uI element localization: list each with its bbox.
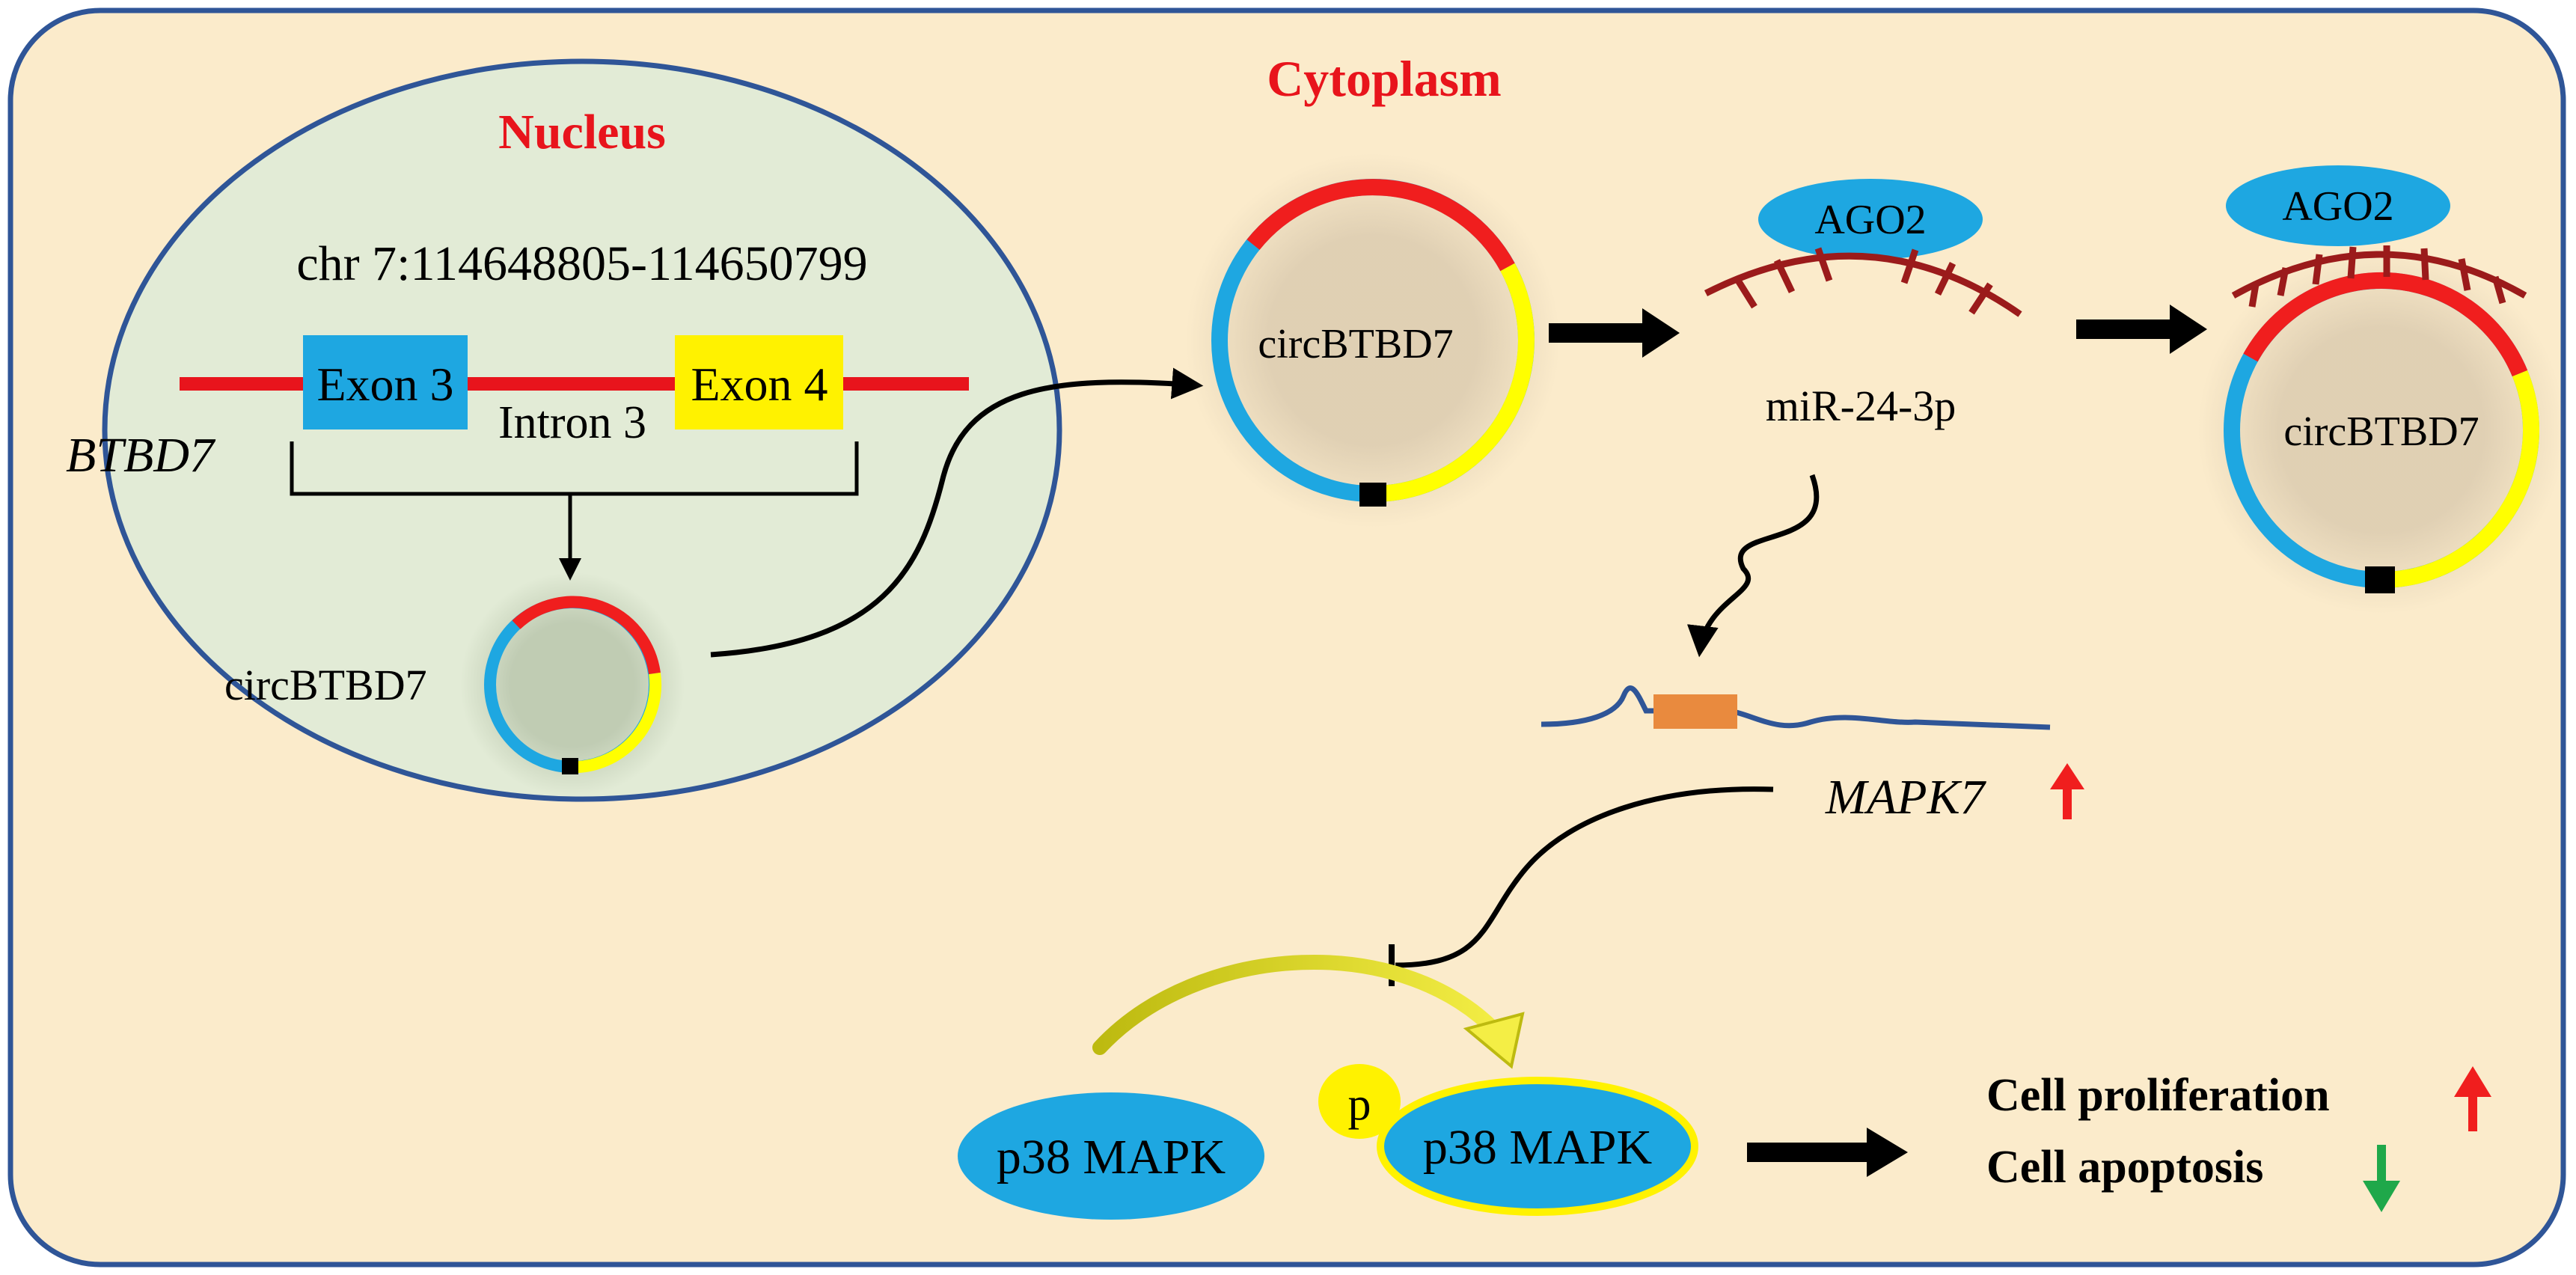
- phospho-label: p: [1348, 1079, 1371, 1130]
- phosphorylation-arrow-head: [1463, 1012, 1525, 1069]
- outcome-apoptosis: Cell apoptosis: [1986, 1142, 2263, 1193]
- nucleus-title: Nucleus: [498, 105, 666, 159]
- ago2-free: [1758, 179, 1983, 260]
- ago2-bound-label: AGO2: [2282, 183, 2393, 230]
- circ-bound-halo: [2198, 247, 2565, 614]
- chromosome-location: chr 7:114648805-114650799: [296, 236, 867, 291]
- apoptosis-down-arrow-icon: [2363, 1145, 2400, 1212]
- exon3-box: [303, 335, 468, 429]
- intron3-label: Intron 3: [498, 397, 646, 448]
- mirna-to-mapk7-arrow: [1686, 474, 1820, 658]
- p38-left-label: p38 MAPK: [997, 1130, 1226, 1184]
- circ-cyto-halo: [1186, 153, 1560, 528]
- p38-unphosphorylated: [958, 1092, 1264, 1220]
- gene-name: BTBD7: [66, 428, 216, 483]
- mirna-bound: [2231, 245, 2527, 308]
- phosphorylation-arrow: [1092, 955, 1511, 1055]
- ago2-bound: [2226, 165, 2450, 246]
- exon4-box: [675, 335, 843, 429]
- ago2-free-label: AGO2: [1814, 197, 1926, 243]
- arrow-to-mirna-head: [1642, 308, 1680, 358]
- exon3-label: Exon 3: [316, 358, 453, 411]
- mapk7-inhibition-line: [1395, 786, 1774, 968]
- mirna-free: [1704, 247, 2022, 317]
- proliferation-up-arrow-icon: [2454, 1066, 2491, 1131]
- circ-nuclear-label: circBTBD7: [224, 661, 427, 709]
- circ-cyto-label: circBTBD7: [1258, 321, 1453, 367]
- p38-phosphorylated: [1377, 1077, 1698, 1216]
- outcome-proliferation: Cell proliferation: [1986, 1070, 2330, 1121]
- mirna-binding-site: [1653, 694, 1737, 729]
- export-arrow: [710, 367, 1204, 658]
- arrow-to-sponge-head: [2170, 305, 2207, 354]
- circ-bound-label: circBTBD7: [2283, 409, 2479, 455]
- circ-nuclear-ring: [484, 596, 662, 774]
- mirna-label: miR-24-3p: [1766, 382, 1957, 430]
- mapk7-label: MAPK7: [1825, 770, 1987, 825]
- nucleus: [102, 58, 1062, 802]
- circ-bound-ring: [2224, 272, 2539, 593]
- arrow-to-outcomes-head: [1867, 1128, 1908, 1177]
- mapk7-up-arrow-icon: [2050, 763, 2084, 819]
- circ-cyto-ring: [1211, 179, 1535, 507]
- cytoplasm-title: Cytoplasm: [1267, 50, 1502, 107]
- exon4-label: Exon 4: [691, 358, 827, 411]
- splicing-bracket: [290, 441, 859, 496]
- phospho-group: [1318, 1064, 1401, 1139]
- p38-right-label: p38 MAPK: [1423, 1120, 1652, 1175]
